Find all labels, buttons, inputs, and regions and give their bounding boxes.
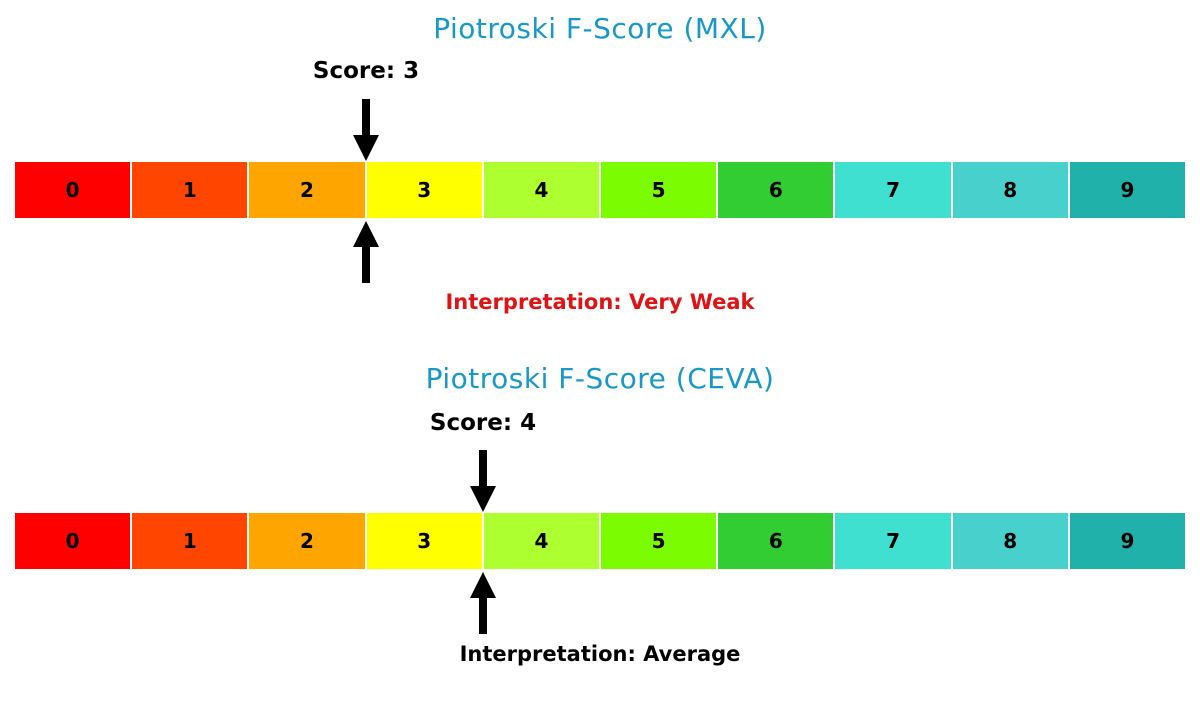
- scale-cell-9: 9: [1069, 162, 1186, 218]
- score-label: Score: 4: [429, 410, 537, 436]
- scale-cell-6: 6: [718, 513, 834, 569]
- scale-cell-8: 8: [952, 162, 1068, 218]
- scale-cell-1: 1: [132, 513, 248, 569]
- scale-cell-0: 0: [15, 513, 131, 569]
- scale-cell-5: 5: [601, 513, 717, 569]
- score-marker-down-icon: [468, 450, 498, 512]
- scale-cell-6: 6: [718, 162, 834, 218]
- scale-cell-9: 9: [1069, 513, 1186, 569]
- scale-cell-1: 1: [132, 162, 248, 218]
- scale-cell-2: 2: [249, 513, 365, 569]
- score-marker-up-icon: [468, 572, 498, 634]
- scale-cell-2: 2: [249, 162, 365, 218]
- scale-cell-7: 7: [835, 162, 951, 218]
- scale-cell-0: 0: [15, 162, 131, 218]
- scale-cell-3: 3: [366, 162, 482, 218]
- scale-cell-7: 7: [835, 513, 951, 569]
- score-marker-up-icon: [351, 221, 381, 283]
- scale-cell-4: 4: [483, 513, 600, 569]
- chart-title: Piotroski F-Score (CEVA): [425, 362, 775, 395]
- interpretation-label: Interpretation: Very Weak: [445, 290, 755, 314]
- score-label: Score: 3: [312, 58, 420, 84]
- scale-cell-3: 3: [366, 513, 482, 569]
- scale-cell-5: 5: [601, 162, 717, 218]
- interpretation-label: Interpretation: Average: [459, 642, 741, 666]
- scale-cell-8: 8: [952, 513, 1068, 569]
- scale-cell-4: 4: [483, 162, 600, 218]
- chart-title: Piotroski F-Score (MXL): [433, 12, 767, 45]
- score-marker-down-icon: [351, 99, 381, 161]
